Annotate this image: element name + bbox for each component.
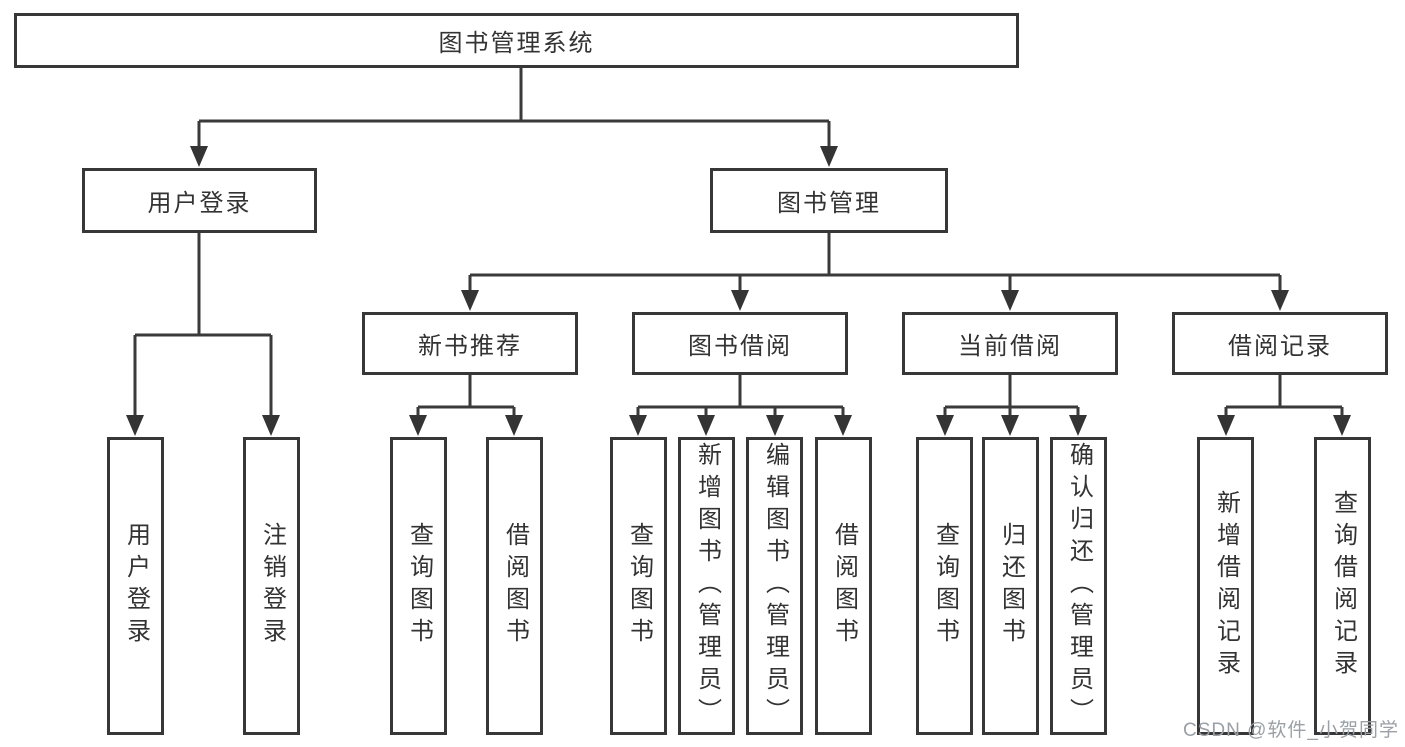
leaf-return-book: 归还图书 [982,437,1039,735]
node-book-management: 图书管理 [710,168,948,233]
node-new-book-recommend-label: 新书推荐 [418,333,522,360]
leaf-query-books-borrowing: 查询图书 [610,437,667,735]
node-book-borrowing: 图书借阅 [632,312,848,375]
leaf-borrow-books-recommend: 借阅图书 [486,437,543,735]
leaf-query-borrow-record: 查询借阅记录 [1314,437,1371,735]
node-user-login-label: 用户登录 [147,190,252,217]
leaf-query-books-current: 查询图书 [916,437,973,735]
node-new-book-recommend: 新书推荐 [362,312,578,375]
leaf-add-book-admin: 新增图书（管理员） [678,437,735,735]
node-book-management-label: 图书管理 [777,190,881,217]
leaf-confirm-return-admin: 确认归还（管理员） [1050,437,1107,735]
node-root-label: 图书管理系统 [438,30,595,57]
node-borrowing-records: 借阅记录 [1172,312,1388,375]
node-user-login: 用户登录 [82,168,317,233]
node-borrowing-records-label: 借阅记录 [1228,333,1332,360]
leaf-logout: 注销登录 [243,437,300,735]
node-root: 图书管理系统 [14,13,1019,68]
leaf-query-books-recommend: 查询图书 [390,437,447,735]
leaf-add-borrow-record: 新增借阅记录 [1197,437,1254,735]
csdn-watermark: CSDN @软件_小贺同学 [1183,720,1399,741]
node-book-borrowing-label: 图书借阅 [688,333,792,360]
leaf-borrow-books: 借阅图书 [815,437,872,735]
leaf-edit-book-admin: 编辑图书（管理员） [746,437,803,735]
node-current-borrowing-label: 当前借阅 [958,333,1062,360]
arrowheads [126,146,1351,436]
leaf-user-login: 用户登录 [107,437,164,735]
node-current-borrowing: 当前借阅 [902,312,1118,375]
